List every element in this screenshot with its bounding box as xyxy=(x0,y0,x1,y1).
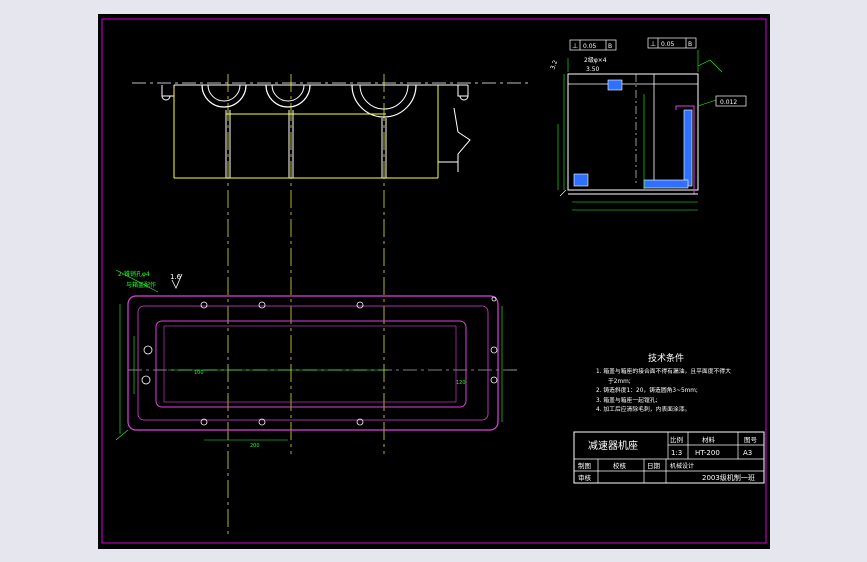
section-dim-note: 2级φ×4 xyxy=(584,56,607,64)
title-date: 日期 xyxy=(647,462,661,470)
tol-1-value: 0.05 xyxy=(583,43,597,50)
tol-2-datum: B xyxy=(688,41,692,48)
plan-view xyxy=(115,269,503,441)
title-col-material: 材料 xyxy=(702,435,716,444)
title-drawing-no: A3 xyxy=(743,449,752,457)
plan-roughness-label: 1.6 xyxy=(170,273,182,281)
title-reviewed-by: 审核 xyxy=(578,473,592,482)
plan-dim-inner: 100 xyxy=(194,370,204,376)
plan-note-pin-holes: 2-锥销孔φ4 xyxy=(118,270,150,278)
tech-req-item-1b: 于2mm; xyxy=(608,378,631,385)
tech-req-title: 技术条件 xyxy=(648,352,684,364)
title-part-name: 减速器机座 xyxy=(588,439,638,452)
tech-req-item-3: 3. 箱盖与箱座一起镗孔; xyxy=(596,396,658,404)
drawing-border xyxy=(101,18,767,544)
cad-viewport[interactable]: 2-锥销孔φ4 与箱盖配作 1.6 100 200 120 ⊥ 0.05 B xyxy=(98,14,770,549)
tech-req-item-4: 4. 加工后应清除毛刺，内表面涂漆。 xyxy=(596,405,690,413)
tol-2-value: 0.05 xyxy=(661,41,675,48)
engineering-drawing: 2-锥销孔φ4 与箱盖配作 1.6 100 200 120 ⊥ 0.05 B xyxy=(101,18,767,544)
plan-dim-bottom: 200 xyxy=(250,443,260,449)
section-view xyxy=(557,50,723,211)
tol-1-datum: B xyxy=(608,43,612,50)
section-roughness-left: 3.2 xyxy=(549,59,559,71)
plan-note-match-cover: 与箱盖配作 xyxy=(126,281,156,289)
tolerance-frame-right xyxy=(647,37,697,49)
flatness-value: 0.012 xyxy=(720,99,737,106)
section-dim-bore: 3.50 xyxy=(586,66,600,73)
tolerance-frame-left xyxy=(569,39,617,51)
title-class-code: 2003级机制一班 xyxy=(702,473,755,482)
title-scale: 1:3 xyxy=(671,449,682,457)
tol-2-symbol: ⊥ xyxy=(650,40,656,48)
tech-req-item-2: 2. 铸造斜度1：20，铸造圆角3~5mm; xyxy=(596,386,698,394)
title-block xyxy=(573,431,765,484)
front-elevation-view xyxy=(132,82,530,179)
tol-1-symbol: ⊥ xyxy=(572,42,578,50)
center-lines xyxy=(128,74,518,534)
title-checked-by: 校核 xyxy=(613,461,627,470)
plan-dim-right: 120 xyxy=(456,380,466,386)
title-drawn-by: 制图 xyxy=(578,461,591,470)
tech-req-item-1: 1. 箱盖与箱座的接合面不得有漏油，且平面度不得大 xyxy=(596,367,731,375)
title-school: 机械设计 xyxy=(670,462,694,470)
flatness-frame xyxy=(715,95,747,107)
title-col-scale: 比例 xyxy=(670,435,683,444)
title-col-drawing-no: 图号 xyxy=(744,436,758,444)
title-material: HT-200 xyxy=(695,449,720,457)
